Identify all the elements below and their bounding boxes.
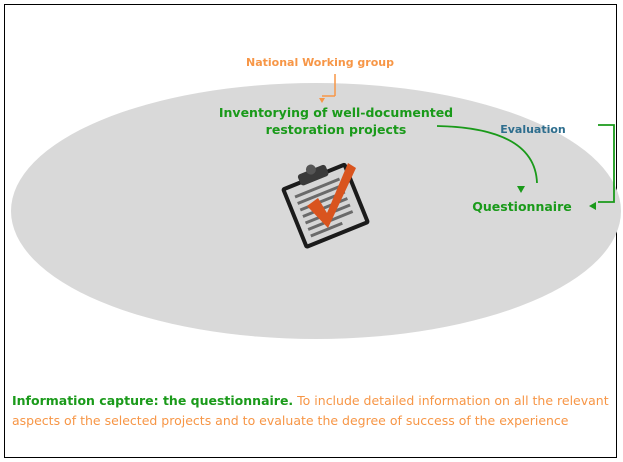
feedback-bracket-arrow <box>589 124 615 210</box>
working-group-arrow <box>319 74 336 103</box>
caption-lead: Information capture: the questionnaire. <box>12 393 294 408</box>
evaluation-label: Evaluation <box>500 123 566 136</box>
questionnaire-node: Questionnaire <box>472 199 572 214</box>
evaluation-curve-arrow <box>436 125 538 193</box>
national-working-group-label: National Working group <box>246 56 394 69</box>
caption-body: To include detailed information on all t… <box>12 393 609 428</box>
checkmark-icon <box>307 163 356 228</box>
caption: Information capture: the questionnaire. … <box>12 391 612 431</box>
inventorying-node: Inventorying of well-documented restorat… <box>218 105 454 137</box>
